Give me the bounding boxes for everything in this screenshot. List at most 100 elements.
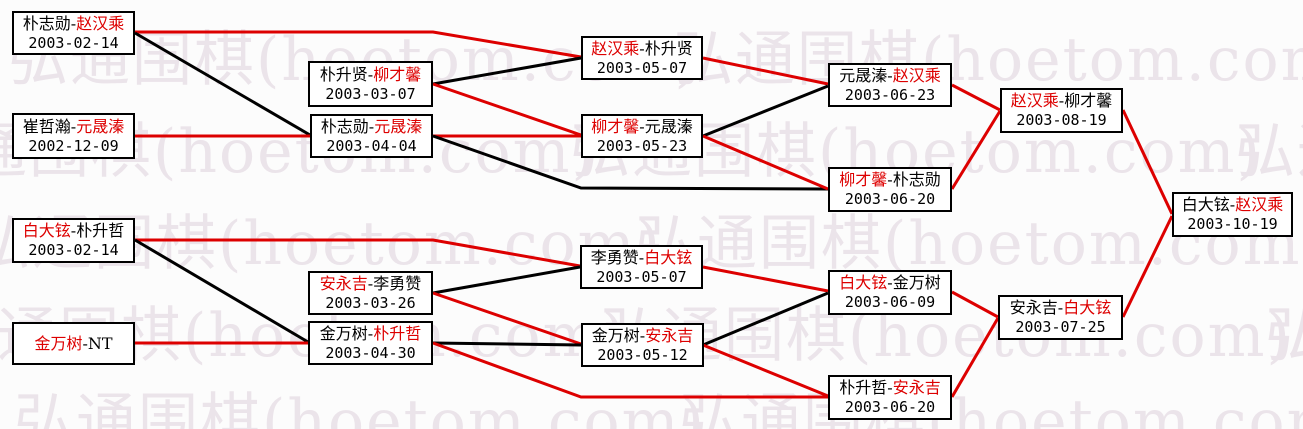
connector-line-m6-m14 <box>432 134 829 191</box>
match-date: 2003-06-20 <box>844 190 936 208</box>
connector-line-m3-m11 <box>135 238 581 268</box>
match-date: 2003-04-30 <box>325 343 416 362</box>
player-name: 白大铉 <box>839 273 888 292</box>
match-players: 崔哲瀚-元晟溱 <box>23 117 124 137</box>
connector-line-m7-m12 <box>432 291 582 346</box>
player-name: 安永吉 <box>645 325 694 345</box>
match-players: 白大铉-赵汉乘 <box>1182 195 1283 215</box>
player-name: 安永吉 <box>1009 298 1058 317</box>
match-date: 2003-05-07 <box>596 267 687 286</box>
player-name: 赵汉乘 <box>1235 195 1284 214</box>
player-name: 朴升哲 <box>839 378 888 397</box>
connector-line-m8-m12 <box>432 341 582 347</box>
player-name: 白大铉 <box>1181 195 1230 214</box>
player-name: 朴志勋 <box>320 116 369 136</box>
players-dash: - <box>1057 298 1064 317</box>
match-date: 2002-12-09 <box>28 136 119 155</box>
players-dash: - <box>639 38 645 58</box>
match-date: 2003-07-25 <box>1015 318 1106 336</box>
connector-line-m5-m10 <box>432 82 582 137</box>
match-date: 2003-05-23 <box>596 136 688 155</box>
connector-line-m14-sf1 <box>950 110 1002 190</box>
connector-line-m10-m13 <box>702 84 829 138</box>
watermark-text: 弘通围棋(hoetom.com) <box>673 25 1303 95</box>
match-players: 金万树-朴升哲 <box>320 324 421 344</box>
player-name: 安永吉 <box>319 273 368 293</box>
watermark-text: 弘通围棋(hoetom.com) <box>600 301 1292 371</box>
players-dash: - <box>82 333 88 353</box>
players-dash: - <box>887 378 893 397</box>
match-date: 2003-03-26 <box>325 293 416 312</box>
match-players: 朴升贤-柳才馨 <box>320 65 421 85</box>
player-name: 朴升贤 <box>644 38 693 58</box>
players-dash: - <box>367 64 374 84</box>
match-date: 2003-04-04 <box>326 136 417 155</box>
player-name: NT <box>87 333 113 353</box>
players-dash: - <box>887 273 893 292</box>
connector-line-m1-m9 <box>135 30 582 59</box>
match-players: 金万树-NT <box>34 334 112 354</box>
connector-line-m16-sf2 <box>950 317 1000 398</box>
player-name: 元晟溱 <box>76 116 125 136</box>
match-box-m4: 金万树-NT <box>12 322 135 365</box>
player-name: 李勇赞 <box>590 247 639 267</box>
watermark-text: 弘通围棋(hoetom.com) <box>1235 117 1303 187</box>
player-name: 朴志勋 <box>892 170 941 189</box>
players-dash: - <box>70 13 77 33</box>
match-players: 安永吉-李勇赞 <box>320 274 421 294</box>
connector-line-sf2-f <box>1121 215 1174 318</box>
players-dash: - <box>638 247 645 267</box>
player-name: 元晟溱 <box>374 116 423 136</box>
players-dash: - <box>1229 195 1236 214</box>
player-name: 赵汉乘 <box>591 38 640 58</box>
players-dash: - <box>887 170 893 189</box>
players-dash: - <box>639 116 645 136</box>
player-name: 金万树 <box>34 333 83 353</box>
player-name: 赵汉乘 <box>76 13 125 33</box>
match-date: 2003-06-20 <box>844 398 936 416</box>
player-name: 金万树 <box>591 325 640 345</box>
match-date: 2003-06-23 <box>844 85 936 104</box>
player-name: 朴升哲 <box>76 221 125 240</box>
watermark-text: 弘通围棋(hoetom.com) <box>1300 214 1303 274</box>
players-dash: - <box>70 116 77 136</box>
match-players: 赵汉乘-朴升贤 <box>591 39 692 59</box>
match-players: 元晟溱-赵汉乘 <box>839 66 940 86</box>
match-date: 2003-05-12 <box>597 345 688 364</box>
player-name: 白大铉 <box>22 221 71 240</box>
player-name: 金万树 <box>319 323 368 343</box>
match-players: 朴志勋-赵汉乘 <box>23 14 124 34</box>
connector-line-m15-sf2 <box>951 290 999 319</box>
player-name: 元晟溱 <box>839 65 888 85</box>
players-dash: - <box>639 325 646 345</box>
match-date: 2003-02-14 <box>28 33 119 52</box>
match-date: 2003-02-14 <box>28 241 119 259</box>
match-players: 李勇赞-白大铉 <box>591 248 692 268</box>
players-dash: - <box>367 323 374 343</box>
players-dash: - <box>887 65 893 85</box>
player-name: 柳才馨 <box>839 170 888 189</box>
match-players: 赵汉乘-柳才馨 <box>1011 91 1112 111</box>
player-name: 赵汉乘 <box>892 65 941 85</box>
player-name: 元晟溱 <box>644 116 693 136</box>
player-name: 朴升贤 <box>319 64 368 84</box>
connector-line-m9-m13 <box>702 56 829 86</box>
player-name: 柳才馨 <box>591 116 640 136</box>
players-dash: - <box>367 273 374 293</box>
watermark-text: 弘通围棋(hoetom.com) <box>1265 301 1303 371</box>
match-players: 朴升哲-安永吉 <box>839 378 940 398</box>
connector-line-m11-m15 <box>702 265 829 293</box>
connector-line-m7-m11 <box>432 265 581 295</box>
